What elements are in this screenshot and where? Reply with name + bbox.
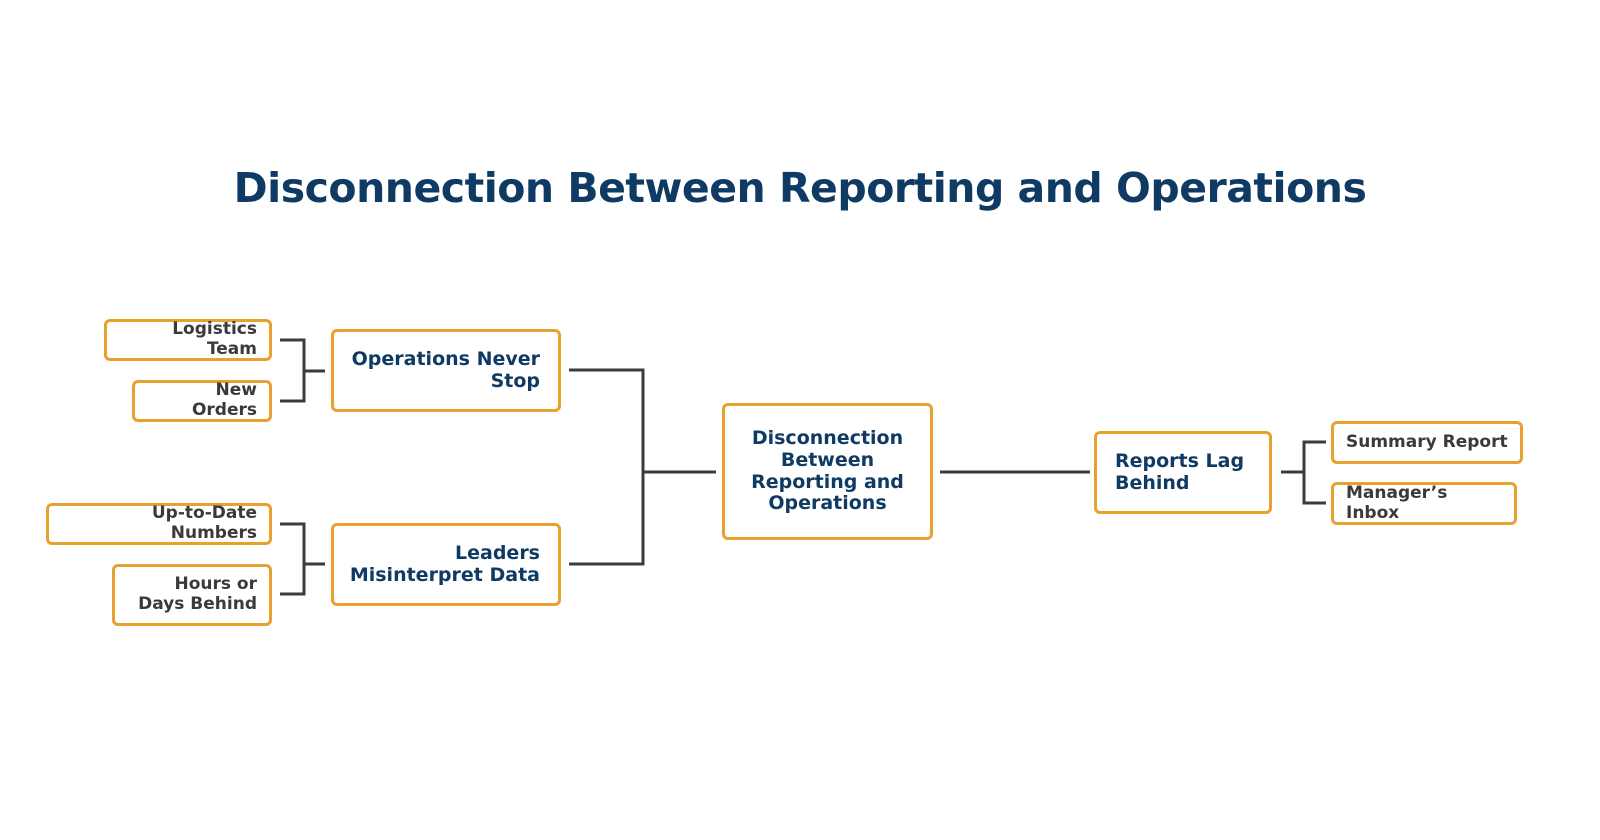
node-new-orders-label: New Orders (191, 380, 257, 420)
node-leaders-misinterpret-data: Leaders Misinterpret Data (331, 523, 561, 606)
diagram-title: Disconnection Between Reporting and Oper… (233, 164, 1367, 212)
node-summary-report-label: Summary Report (1346, 431, 1508, 452)
connector-reports-children (1302, 440, 1326, 505)
node-operations-never-stop-label: Operations Never Stop (351, 347, 540, 392)
node-hours-or-days-behind: Hours or Days Behind (112, 564, 272, 626)
connector-ops-to-center (569, 368, 645, 566)
node-operations-never-stop: Operations Never Stop (331, 329, 561, 412)
connector-up-to-date (280, 522, 306, 596)
node-center-label: Disconnection Between Reporting and Oper… (751, 426, 904, 515)
node-reports-lag-behind-label: Reports Lag Behind (1115, 449, 1245, 494)
connector-logistics-team (280, 338, 306, 403)
node-managers-inbox-label: Manager’s Inbox (1346, 482, 1448, 523)
node-logistics-team: Logistics Team (104, 319, 272, 361)
node-new-orders: New Orders (132, 380, 272, 422)
node-hours-or-days-behind-label: Hours or Days Behind (138, 574, 257, 614)
node-center: Disconnection Between Reporting and Oper… (722, 403, 933, 540)
node-managers-inbox: Manager’s Inbox (1331, 482, 1517, 525)
node-logistics-team-label: Logistics Team (172, 319, 257, 359)
node-up-to-date-numbers-label: Up-to-Date Numbers (151, 503, 257, 543)
node-reports-lag-behind: Reports Lag Behind (1094, 431, 1272, 514)
node-leaders-misinterpret-data-label: Leaders Misinterpret Data (349, 541, 540, 586)
node-summary-report: Summary Report (1331, 421, 1523, 464)
node-up-to-date-numbers: Up-to-Date Numbers (46, 503, 272, 545)
